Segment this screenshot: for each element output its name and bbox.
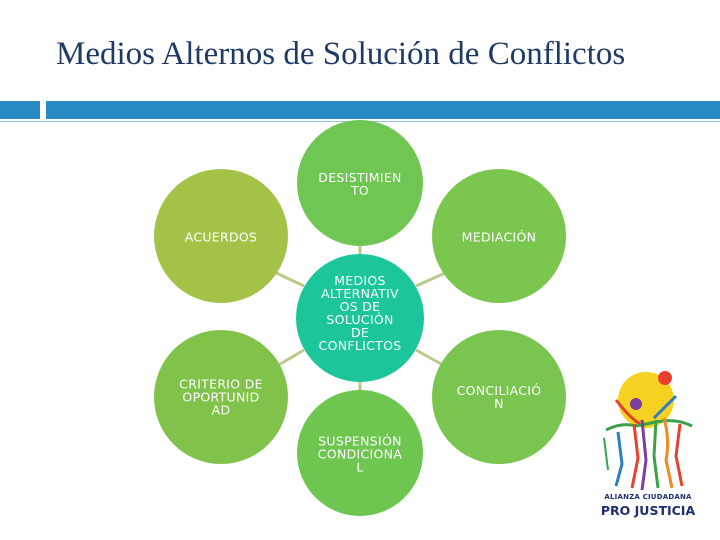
logo-line2: PRO JUSTICIA [600,503,696,518]
node-label-conciliacion: CONCILIACIÓ N [456,383,542,411]
node-desistimiento [297,120,423,246]
node-label-suspension: SUSPENSIÓN CONDICIONA L [317,433,403,475]
node-criterio [154,330,288,464]
node-center [296,254,424,382]
logo-line1: ALIANZA CIUDADANA [604,493,692,501]
accent-bar [46,101,720,119]
node-suspension [297,390,423,516]
node-mediacion [432,169,566,303]
alianza-logo [603,371,693,491]
node-label-acuerdos: ACUERDOS [184,229,258,245]
accent-bar-small [0,101,40,119]
node-label-center: MEDIOS ALTERNATIV OS DE SOLUCIÓN DE CONF… [318,273,402,353]
slide-title: Medios Alternos de Solución de Conflicto… [56,36,626,72]
node-acuerdos [154,169,288,303]
node-label-criterio: CRITERIO DE OPORTUNID AD [179,376,263,418]
node-label-mediacion: MEDIACIÓN [461,229,537,245]
node-label-desistimiento: DESISTIMIEN TO [318,170,402,198]
node-conciliacion [432,330,566,464]
